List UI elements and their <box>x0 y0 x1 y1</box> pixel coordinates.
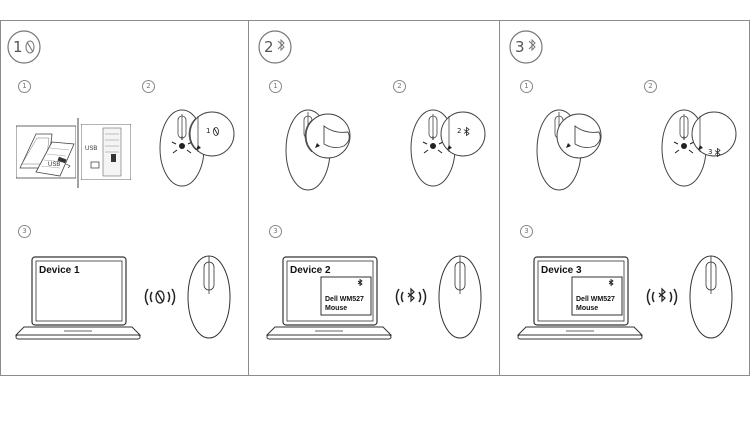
step-number: 1 <box>18 80 31 93</box>
channel-number: 2 <box>264 38 274 56</box>
step-number: 1 <box>520 80 533 93</box>
usb-label: USB <box>85 146 98 152</box>
mouse-press-hold-icon <box>536 109 602 191</box>
zoom-channel-label: 2 <box>457 127 462 135</box>
popup-device-type: Mouse <box>576 305 599 312</box>
laptop-icon <box>516 256 644 340</box>
panel-divider <box>248 20 249 375</box>
screen-device-title: Device 3 <box>541 265 582 276</box>
step-number: 1 <box>269 80 282 93</box>
mouse-icon <box>689 255 733 339</box>
channel-number: 1 <box>13 38 23 56</box>
step-number: 2 <box>644 80 657 93</box>
channel-2-badge-icon <box>258 30 292 64</box>
step-number: 2 <box>142 80 155 93</box>
step-number: 2 <box>393 80 406 93</box>
laptop-icon <box>265 256 393 340</box>
mouse-press-hold-icon <box>285 109 351 191</box>
mouse-channel-button-zoom-icon <box>159 109 235 187</box>
bluetooth-mini-icon <box>463 127 470 136</box>
dongle-mini-icon <box>213 127 219 136</box>
channel-number: 3 <box>515 38 525 56</box>
mouse-channel-button-zoom-icon <box>661 109 737 187</box>
panel-divider <box>0 20 1 375</box>
popup-device-name: Dell WM527 <box>576 296 615 303</box>
mouse-icon <box>438 255 482 339</box>
dongle-wireless-icon <box>144 288 176 306</box>
popup-device-type: Mouse <box>325 305 348 312</box>
usb-label: USB <box>48 162 61 168</box>
divider-line <box>77 118 79 188</box>
screen-device-title: Device 1 <box>39 265 80 276</box>
panel-divider <box>499 20 500 375</box>
top-rule <box>0 20 750 21</box>
step-number: 3 <box>18 225 31 238</box>
bluetooth-mini-icon <box>714 148 721 157</box>
bottom-rule <box>0 375 750 376</box>
laptop-icon <box>14 256 142 340</box>
channel-3-badge-icon <box>509 30 543 64</box>
step-number: 3 <box>520 225 533 238</box>
usb-slot-closeup-icon <box>81 124 131 180</box>
laptop-usb-port-icon <box>16 125 76 179</box>
popup-device-name: Dell WM527 <box>325 296 364 303</box>
bluetooth-wireless-icon <box>646 287 678 306</box>
screen-device-title: Device 2 <box>290 265 331 276</box>
channel-1-badge-icon <box>7 30 41 64</box>
zoom-channel-label: 3 <box>708 148 713 156</box>
mouse-channel-button-zoom-icon <box>410 109 486 187</box>
mouse-icon <box>187 255 231 339</box>
zoom-channel-label: 1 <box>206 127 211 135</box>
step-number: 3 <box>269 225 282 238</box>
bluetooth-wireless-icon <box>395 287 427 306</box>
